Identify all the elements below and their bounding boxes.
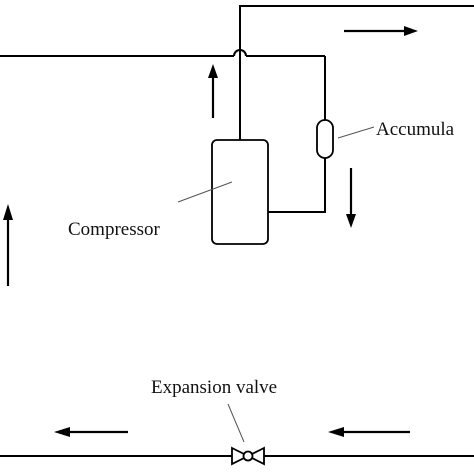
- arrow-bottom-left: [54, 427, 128, 437]
- pipe-crossover-bridge: [233, 49, 247, 57]
- arrow-compressor-up: [208, 64, 218, 118]
- compressor-leader-line: [177, 181, 233, 203]
- arrow-accumulator-down: [346, 168, 356, 228]
- compressor-label: Compressor: [68, 219, 161, 240]
- expansion-valve-label: Expansion valve: [151, 377, 277, 398]
- accumulator-right-pipe: [268, 56, 326, 213]
- compressor-body: [211, 139, 269, 245]
- top-right-pipe: [239, 5, 474, 140]
- accumulator-body: [316, 119, 334, 159]
- arrow-bottom-right: [328, 427, 410, 437]
- expansion-valve-leader-line: [227, 403, 245, 443]
- accumulator-label: Accumula: [376, 119, 455, 140]
- arrow-left-up: [3, 204, 13, 286]
- arrow-top-right: [344, 26, 418, 36]
- expansion-valve-symbol: [231, 446, 265, 466]
- accumulator-leader-line: [337, 126, 375, 139]
